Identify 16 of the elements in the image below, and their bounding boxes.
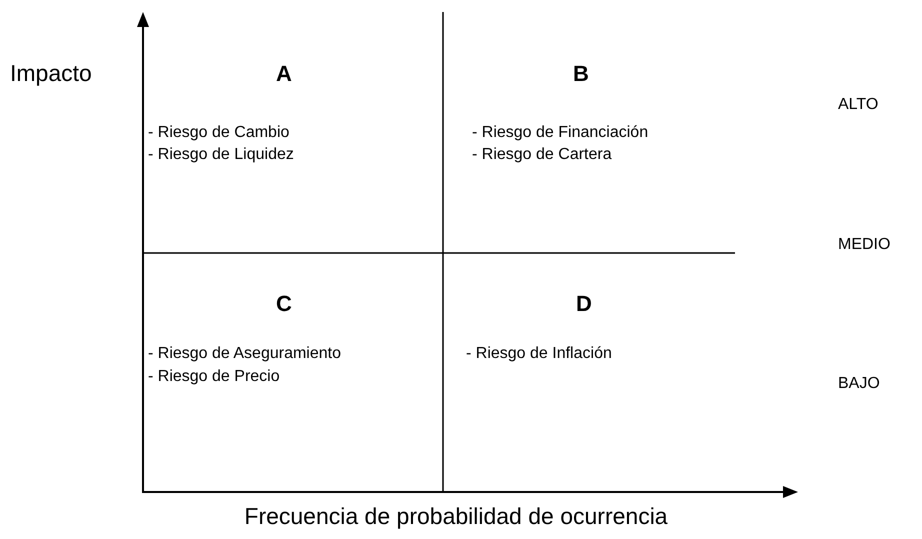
risk-item: - Riesgo de Precio	[148, 368, 280, 386]
axis-title: Impacto	[10, 60, 92, 86]
quadrant-letter: B	[573, 61, 589, 86]
quadrant-letter: D	[576, 291, 592, 316]
risk-item: - Riesgo de Cambio	[148, 124, 290, 142]
risk-item: - Riesgo de Aseguramiento	[148, 345, 341, 364]
risk-item: - Riesgo de Cartera	[472, 146, 612, 164]
level-label: BAJO	[838, 375, 880, 394]
level-label: MEDIO	[838, 236, 890, 254]
axis-title: Frecuencia de probabilidad de ocurrencia	[244, 503, 668, 530]
level-label: ALTO	[838, 96, 878, 114]
quadrant-letter: C	[276, 291, 292, 316]
risk-item: - Riesgo de Inflación	[466, 345, 612, 364]
risk-item: - Riesgo de Financiación	[472, 124, 648, 142]
quadrant-letter: A	[276, 61, 292, 86]
risk-item: - Riesgo de Liquidez	[148, 146, 294, 164]
